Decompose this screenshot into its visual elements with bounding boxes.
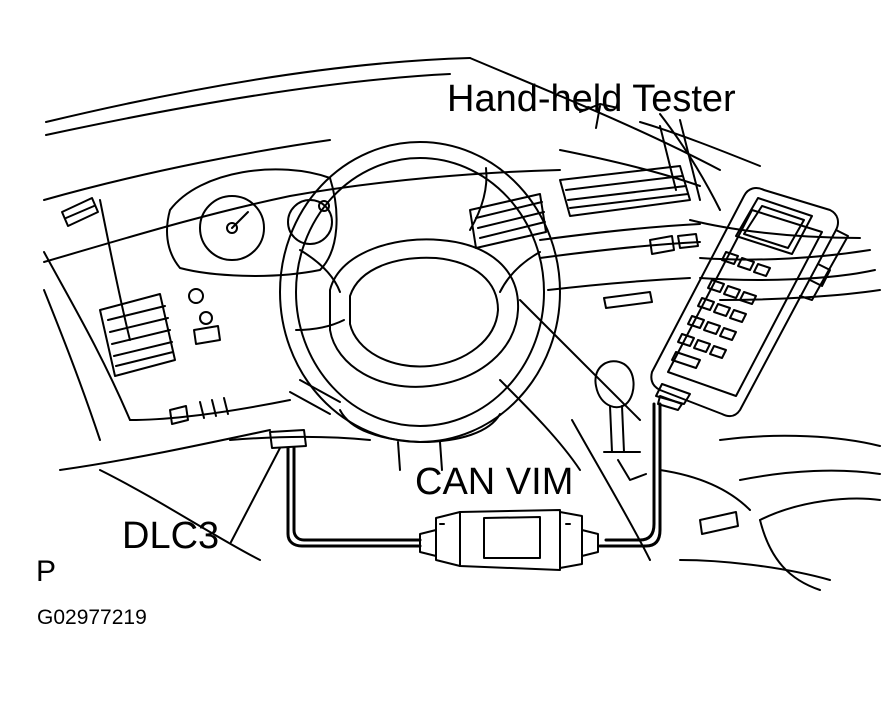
hand-held-tester-device	[650, 187, 849, 418]
leader-lines	[230, 113, 721, 543]
can-vim-label: CAN VIM	[415, 461, 574, 503]
corner-mark: P	[36, 555, 57, 588]
steering-wheel	[279, 141, 561, 471]
dlc3-port	[269, 429, 307, 449]
instrument-cluster	[166, 168, 338, 345]
left-door	[43, 197, 291, 471]
cables	[286, 402, 662, 548]
center-console	[469, 165, 701, 471]
dlc3-label: DLC3	[122, 515, 220, 557]
gear-shift	[571, 360, 651, 561]
dashboard-outline	[43, 57, 881, 301]
seat-and-floor	[659, 434, 881, 591]
hand-held-tester-label: Hand-held Tester	[447, 78, 736, 120]
can-vim-device	[419, 509, 599, 571]
figure-code: G02977219	[37, 606, 147, 629]
lower-dash	[99, 429, 371, 561]
tester-keypad	[671, 279, 757, 369]
